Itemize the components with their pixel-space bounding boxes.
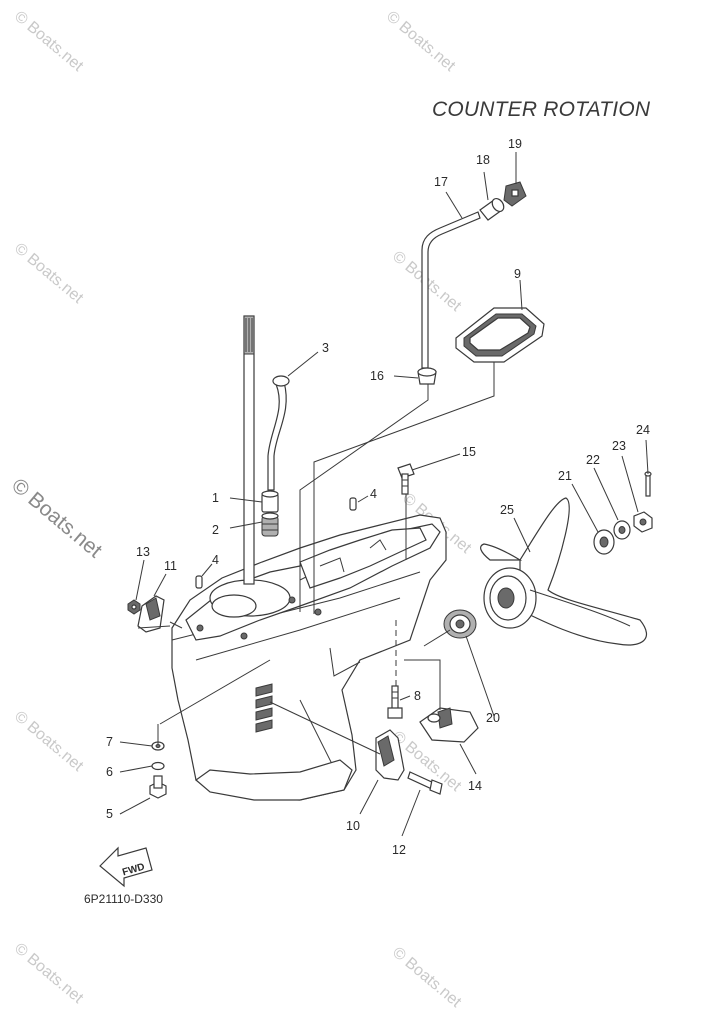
callout-7: 7	[106, 735, 113, 749]
callout-11: 11	[164, 559, 177, 573]
callout-19: 19	[508, 137, 522, 151]
callout-10: 10	[346, 819, 360, 833]
parts-diagram: FWD	[99, 137, 653, 888]
part-15-bolt	[397, 463, 415, 495]
diagram-title: COUNTER ROTATION	[432, 98, 651, 121]
callout-15: 15	[462, 445, 476, 459]
part-12-bolt	[407, 771, 443, 795]
callout-labels: 1 2 3 4 4 5 6 7 8 9 10 11 12 13 14 15 16…	[106, 137, 650, 857]
part-3-water-tube	[267, 375, 290, 491]
assembly-lines	[157, 362, 495, 755]
callout-22: 22	[586, 453, 600, 467]
part-14-anode	[419, 707, 479, 743]
part-6-spring-washer	[151, 761, 165, 771]
callout-17: 17	[434, 175, 448, 189]
part-21-spacer	[593, 529, 615, 555]
part-19-clip	[503, 181, 527, 207]
water-intake-grille	[255, 683, 273, 733]
part-10-trim-tab	[375, 729, 405, 781]
callout-leaders	[119, 152, 649, 837]
part-4-dowel-pin	[349, 497, 357, 511]
part-24-cotter-pin	[644, 471, 652, 497]
callout-4: 4	[212, 553, 219, 567]
callout-14: 14	[468, 779, 482, 793]
callout-12: 12	[392, 843, 406, 857]
part-5-bolt	[149, 775, 167, 799]
callout-4: 4	[370, 487, 377, 501]
part-16-bushing	[417, 367, 437, 385]
callout-1: 1	[212, 491, 219, 505]
drawing-code: 6P21110-D330	[84, 892, 163, 906]
callout-8: 8	[414, 689, 421, 703]
part-4-dowel-pin	[195, 575, 203, 589]
callout-5: 5	[106, 807, 113, 821]
part-1-collar	[261, 490, 279, 513]
part-25-propeller	[480, 497, 647, 646]
part-17-shift-rod	[421, 211, 481, 369]
callout-3: 3	[322, 341, 329, 355]
fwd-arrow-icon: FWD	[99, 846, 153, 888]
drive-shaft	[243, 315, 255, 585]
callout-6: 6	[106, 765, 113, 779]
callout-23: 23	[612, 439, 626, 453]
part-8-bolt	[387, 685, 403, 719]
callout-20: 20	[486, 711, 500, 725]
part-22-washer	[613, 520, 631, 540]
part-13-nut	[127, 599, 141, 615]
part-20-washer	[443, 609, 477, 639]
callout-21: 21	[558, 469, 572, 483]
part-23-nut	[633, 511, 653, 533]
callout-9: 9	[514, 267, 521, 281]
part-11-bracket	[137, 595, 171, 633]
callout-13: 13	[136, 545, 150, 559]
part-9-gasket	[455, 307, 545, 363]
callout-18: 18	[476, 153, 490, 167]
callout-16: 16	[370, 369, 384, 383]
part-2-grommet	[261, 512, 279, 537]
lower-case-housing	[171, 514, 447, 801]
callout-24: 24	[636, 423, 650, 437]
callout-25: 25	[500, 503, 514, 517]
callout-2: 2	[212, 523, 219, 537]
part-18-collar	[479, 197, 505, 221]
